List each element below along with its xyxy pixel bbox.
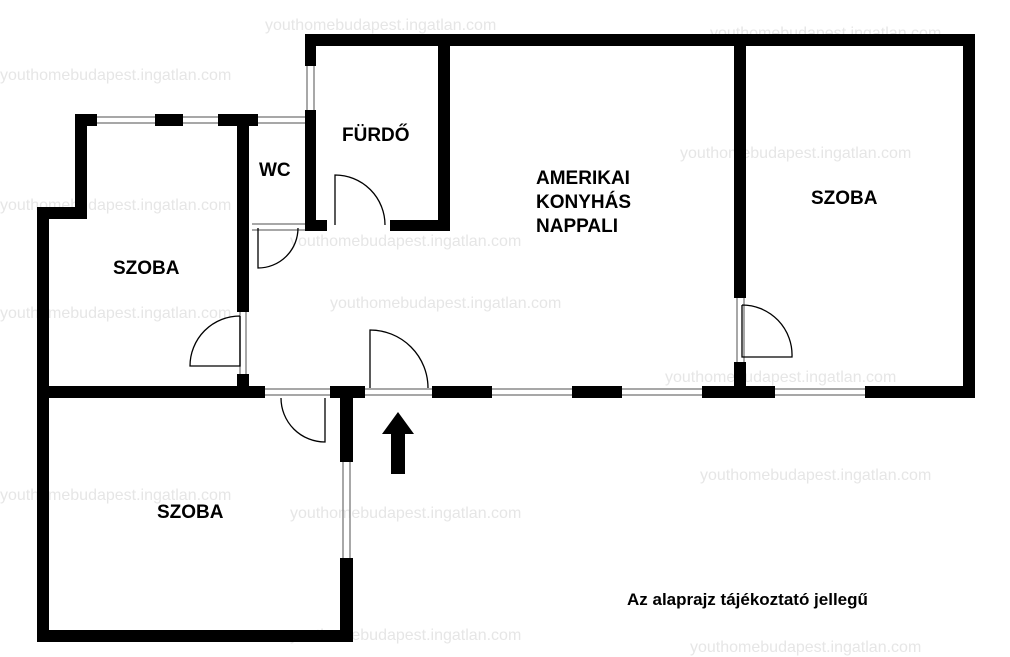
walls (37, 34, 975, 642)
up-arrow-icon (382, 412, 414, 474)
watermark: youthomebudapest.ingatlan.com (680, 145, 911, 162)
watermark: youthomebudapest.ingatlan.com (290, 505, 521, 522)
room-label-szoba-right: SZOBA (811, 188, 878, 209)
doors (189, 174, 793, 443)
room-label-furdo: FÜRDŐ (342, 124, 410, 146)
watermark: youthomebudapest.ingatlan.com (0, 67, 231, 84)
watermark: youthomebudapest.ingatlan.com (265, 17, 496, 34)
watermark: youthomebudapest.ingatlan.com (690, 639, 921, 656)
room-label-nappali-2: KONYHÁS (536, 191, 631, 213)
watermark: youthomebudapest.ingatlan.com (290, 233, 521, 250)
room-label-nappali-3: NAPPALI (536, 216, 618, 237)
watermarks: youthomebudapest.ingatlan.com youthomebu… (0, 17, 941, 656)
room-label-nappali-1: AMERIKAI (536, 168, 630, 189)
room-label-szoba-left: SZOBA (113, 258, 180, 279)
room-label-wc: WC (259, 160, 291, 181)
room-label-szoba-bottom: SZOBA (157, 502, 224, 523)
watermark: youthomebudapest.ingatlan.com (0, 305, 231, 322)
disclaimer-note: Az alaprajz tájékoztató jellegű (627, 590, 868, 609)
watermark: youthomebudapest.ingatlan.com (0, 197, 231, 214)
watermark: youthomebudapest.ingatlan.com (330, 295, 561, 312)
watermark: youthomebudapest.ingatlan.com (700, 467, 931, 484)
watermark: youthomebudapest.ingatlan.com (0, 487, 231, 504)
watermark: youthomebudapest.ingatlan.com (665, 369, 896, 386)
